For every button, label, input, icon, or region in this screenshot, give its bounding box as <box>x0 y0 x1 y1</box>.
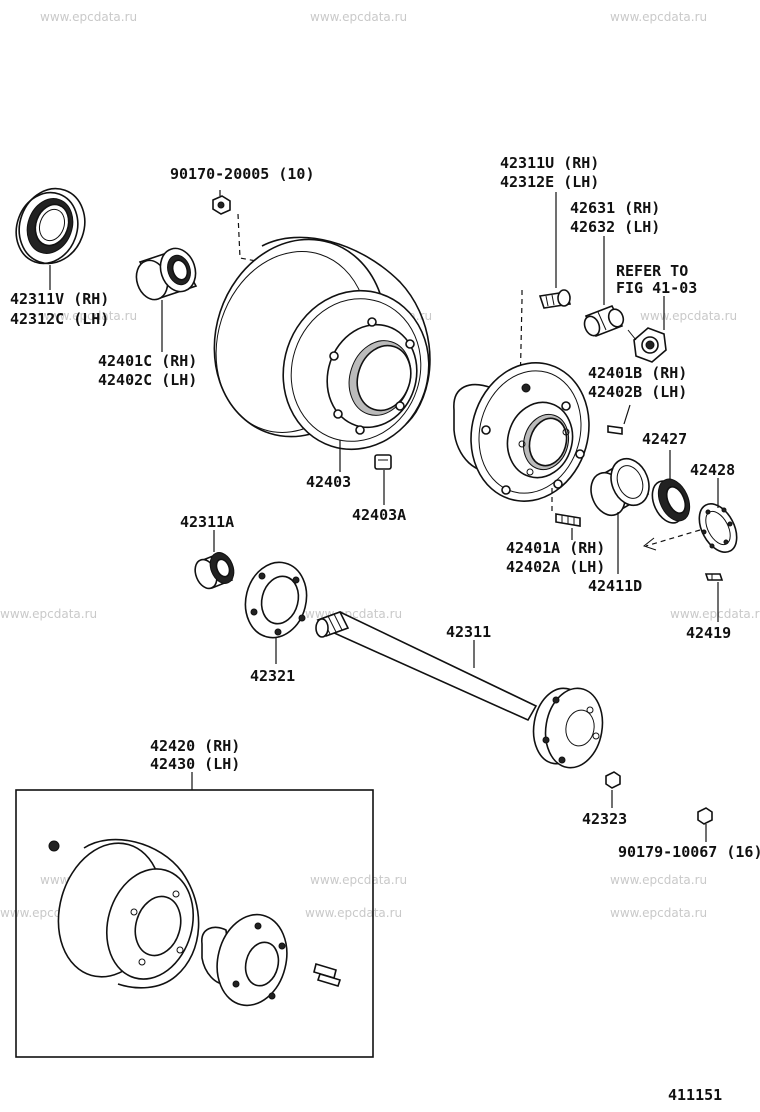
sensor-rotor-part <box>698 503 738 553</box>
callout-42402C: 42402C (LH) <box>98 371 197 389</box>
wheel-stud-part <box>583 304 625 338</box>
callout-labels: 90170-20005 (10) 42311V (RH) 42312C (LH)… <box>10 154 760 1104</box>
assembly-box <box>15 789 374 1058</box>
callout-42430: 42430 (LH) <box>150 755 240 773</box>
callout-42411D: 42411D <box>588 577 642 595</box>
callout-42420: 42420 (RH) <box>150 737 240 755</box>
hub-nut-part <box>633 327 667 363</box>
oil-seal-part <box>15 187 86 265</box>
retainer-plate-part <box>244 561 308 639</box>
hub-bolt-part <box>538 289 572 309</box>
callout-42401A: 42401A (RH) <box>506 539 605 557</box>
callout-42631: 42631 (RH) <box>570 199 660 217</box>
watermark: www.epcdata.ru <box>40 309 137 323</box>
watermarks: www.epcdata.ru www.epcdata.ru www.epcdat… <box>0 10 760 920</box>
axle-shaft-part <box>315 611 604 769</box>
callout-42323: 42323 <box>582 810 627 828</box>
callout-42402B: 42402B (LH) <box>588 383 687 401</box>
callout-42402A: 42402A (LH) <box>506 558 605 576</box>
brake-drum-part <box>213 236 431 451</box>
stud-part <box>555 513 581 527</box>
callout-fig: FIG 41-03 <box>616 279 697 297</box>
callout-42632: 42632 (LH) <box>570 218 660 236</box>
callout-42312E: 42312E (LH) <box>500 173 599 191</box>
callout-42419: 42419 <box>686 624 731 642</box>
callout-42311U: 42311U (RH) <box>500 154 599 172</box>
callout-42428: 42428 <box>690 461 735 479</box>
hub-drum-assembly-part <box>48 838 342 1007</box>
watermark: www.epcdata.ru <box>610 906 707 920</box>
callout-42403A: 42403A <box>352 506 406 524</box>
bolt-part <box>704 573 724 581</box>
watermark: www.epcdata.ru <box>305 906 402 920</box>
callout-42321: 42321 <box>250 667 295 685</box>
watermark: www.epcdata.ru <box>40 10 137 24</box>
watermark: www.epcdata.ru <box>610 873 707 887</box>
watermark: www.epcdata.ru <box>670 607 760 621</box>
watermark: www.epcdata.ru <box>640 309 737 323</box>
plug-part <box>374 454 392 470</box>
lock-nut-part <box>605 771 621 789</box>
callout-42401C: 42401C (RH) <box>98 352 197 370</box>
watermark: www.epcdata.ru <box>0 607 97 621</box>
watermark: www.epcdata.ru <box>310 10 407 24</box>
bearing-cup-part <box>590 457 650 517</box>
callout-42312C: 42312C (LH) <box>10 310 109 328</box>
axle-bearing-part <box>194 552 235 590</box>
callout-42401B: 42401B (RH) <box>588 364 687 382</box>
watermark: www.epcdata.ru <box>610 10 707 24</box>
callout-refer-to: REFER TO <box>616 262 688 280</box>
axle-hub-part <box>453 362 590 502</box>
hub-nut-small-part <box>697 807 713 825</box>
figure-number: 411151 <box>668 1086 722 1104</box>
pin-part <box>607 425 623 435</box>
nut-part <box>212 195 231 215</box>
callout-42311: 42311 <box>446 623 491 641</box>
bearing-inner-part <box>135 247 198 301</box>
callout-42311V: 42311V (RH) <box>10 290 109 308</box>
callout-90179: 90179-10067 (16) <box>618 843 760 861</box>
callout-90170: 90170-20005 (10) <box>170 165 315 183</box>
seal-part <box>651 478 691 524</box>
watermark: www.epcdata.ru <box>310 873 407 887</box>
callout-42403: 42403 <box>306 473 351 491</box>
callout-42311A: 42311A <box>180 513 234 531</box>
callout-42427: 42427 <box>642 430 687 448</box>
